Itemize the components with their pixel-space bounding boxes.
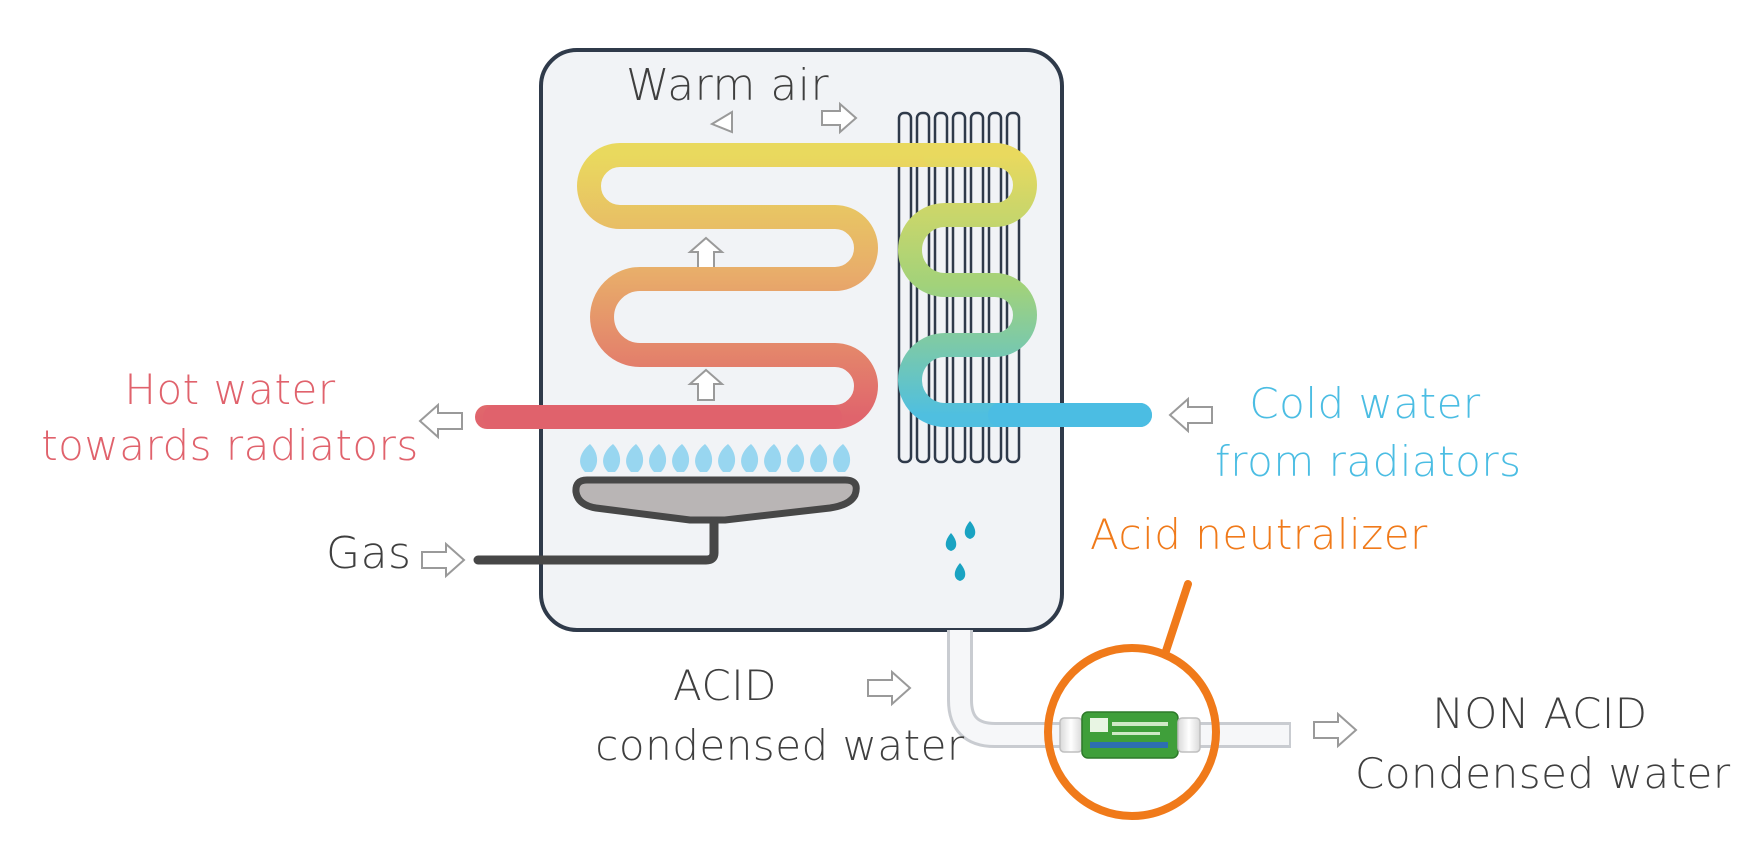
hollow-arrow-icon [418,396,1358,749]
cold-water-line2: from radiators [1215,437,1522,486]
non-acid-label: NON ACID Condensed water [1355,684,1731,804]
hot-water-line1: Hot water [124,365,336,414]
non-acid-line2: Condensed water [1355,749,1731,798]
hollow-arrow-icon [687,101,858,401]
condensate-pipe [947,630,1291,748]
acid-neutralizer-label: Acid neutralizer [1090,510,1428,559]
acid-line2: condensed water [595,721,965,770]
gas-label: Gas [326,528,412,579]
water-coil [475,143,1152,429]
cold-water-label: Cold water from radiators [1215,375,1522,491]
acid-condensed-water-label: ACID condensed water [595,656,965,776]
hot-water-label: Hot water towards radiators [40,362,420,474]
warm-air-label: Warm air [626,60,830,111]
non-acid-line1: NON ACID [1432,689,1648,738]
neutralizer-highlight [1044,580,1220,820]
cold-water-line1: Cold water [1249,379,1481,428]
acid-line1: ACID [672,661,778,710]
burner [473,476,860,565]
neutralizer-device-icon [1059,711,1201,759]
hot-water-line2: towards radiators [41,421,419,470]
water-drop-icon [945,521,976,581]
flame-icon [580,444,851,472]
